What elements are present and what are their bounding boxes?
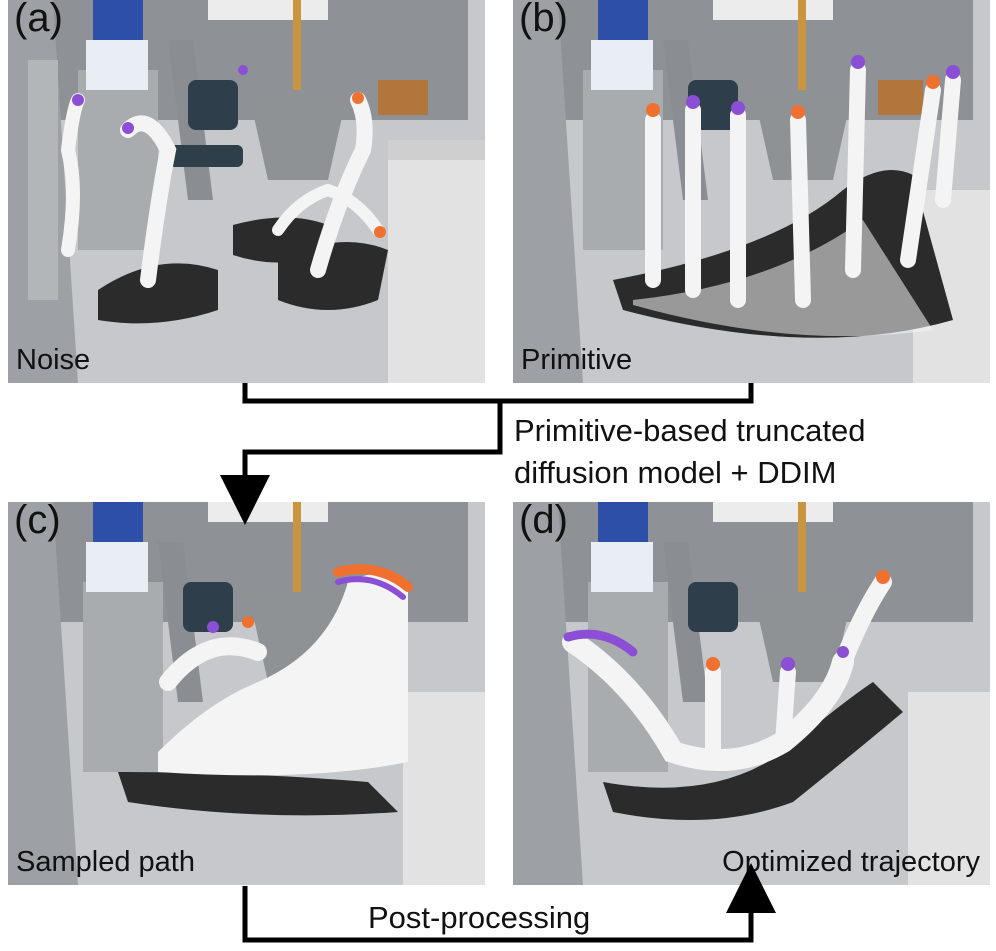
panel-c: (c) Sampled path (8, 502, 485, 885)
panel-c-letter: (c) (14, 502, 61, 542)
panel-b-caption: Primitive (521, 344, 633, 376)
upper-flow-label-line2: diffusion model + DDIM (514, 455, 837, 490)
panel-c-caption: Sampled path (16, 846, 195, 878)
panel-a-caption: Noise (16, 344, 91, 376)
panel-d-letter: (d) (519, 502, 568, 542)
panel-a-letter: (a) (14, 0, 63, 40)
upper-flow-label-line1: Primitive-based truncated (514, 413, 866, 448)
scene-illustration-c (8, 502, 485, 885)
lower-flow-label: Post-processing (368, 900, 591, 935)
upper-flow-label: Primitive-based truncated diffusion mode… (514, 410, 866, 494)
lower-connector (242, 863, 776, 943)
upper-connector-drop (220, 401, 503, 525)
upper-connector (242, 383, 754, 404)
scene-illustration-a (8, 0, 485, 383)
scene-illustration-b (513, 0, 990, 383)
scene-illustration-d (513, 502, 990, 885)
panel-a: (a) Noise (8, 0, 485, 383)
panel-b: (b) Primitive (513, 0, 990, 383)
panel-d: (d) Optimized trajectory (513, 502, 990, 885)
panel-b-letter: (b) (519, 0, 568, 40)
